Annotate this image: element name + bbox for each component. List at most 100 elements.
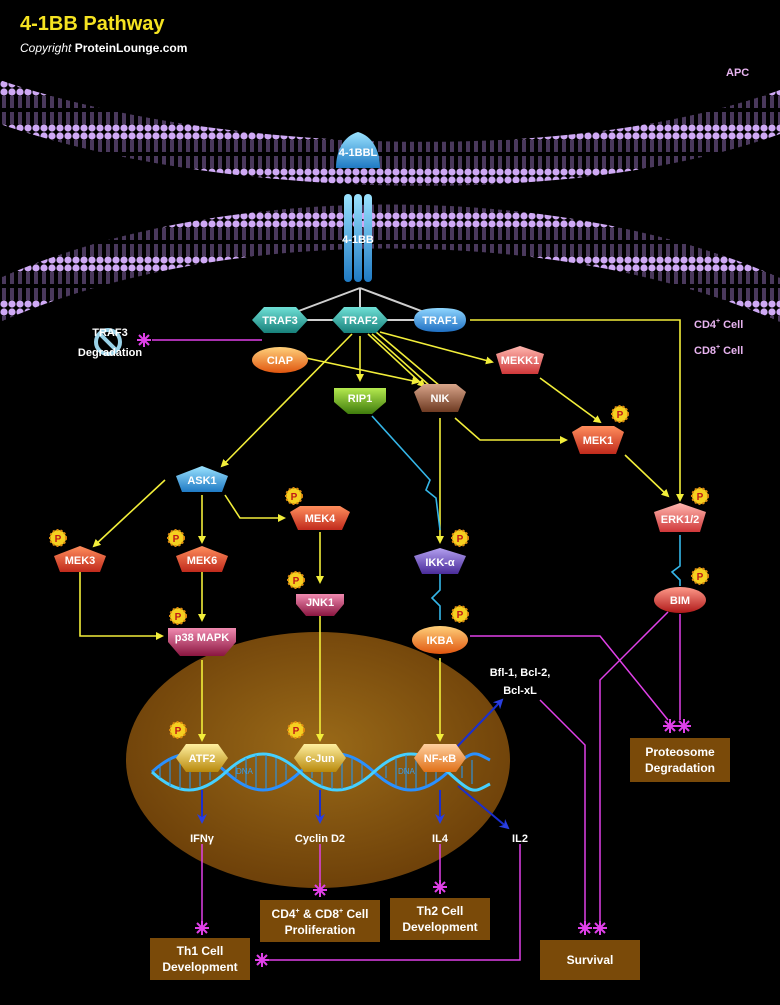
svg-text:P: P — [697, 572, 704, 583]
phospho-badge-jnk1: P — [287, 571, 305, 589]
svg-text:CD4+Cell: CD4+Cell — [694, 318, 743, 331]
node-nik[interactable]: NIK — [414, 384, 466, 412]
mek6-label: MEK6 — [187, 555, 218, 567]
node-traf3[interactable]: TRAF3 — [252, 307, 308, 333]
svg-text:P: P — [175, 726, 182, 737]
ask1-label: ASK1 — [187, 475, 216, 487]
nik-label: NIK — [431, 393, 450, 405]
phospho-badge-p38: P — [169, 607, 187, 625]
copyright: Copyright ProteinLounge.com — [20, 41, 188, 55]
nfkb-label: NF-κB — [424, 753, 456, 765]
node-p38[interactable]: p38 MAPK — [168, 628, 236, 656]
node-mek4[interactable]: MEK4 — [290, 506, 350, 530]
svg-text:CD8+Cell: CD8+Cell — [694, 344, 743, 357]
node-nfkb[interactable]: NF-κB — [414, 744, 466, 772]
receptor-label: 4-1BB — [342, 234, 374, 246]
cjun-label: c-Jun — [305, 753, 335, 765]
phospho-badge-mek6: P — [167, 529, 185, 547]
svg-text:P: P — [617, 410, 624, 421]
traf2-label: TRAF2 — [342, 315, 377, 327]
dna-label: DNA — [236, 767, 254, 776]
bfl-label-1: Bfl-1, Bcl-2, — [490, 667, 551, 679]
node-atf2[interactable]: ATF2 — [176, 744, 228, 772]
phospho-badge-erk12: P — [691, 487, 709, 505]
bim-label: BIM — [670, 595, 690, 607]
node-erk12[interactable]: ERK1/2 — [654, 503, 706, 532]
node-bim[interactable]: BIM — [654, 587, 706, 613]
gene-il4: IL4 — [432, 833, 449, 845]
node-ciap[interactable]: CIAP — [252, 347, 308, 373]
ikba-label: IKBA — [427, 635, 454, 647]
traf3-degradation-label-2: Degradation — [78, 347, 142, 359]
jnk1-label: JNK1 — [306, 597, 334, 609]
phospho-badge-bim: P — [691, 567, 709, 585]
mekk1-label: MEKK1 — [501, 355, 540, 367]
phospho-badge-ikba: P — [451, 605, 469, 623]
svg-text:P: P — [457, 610, 464, 621]
phospho-badge-mek4: P — [285, 487, 303, 505]
node-mekk1[interactable]: MEKK1 — [496, 346, 544, 374]
node-ikba[interactable]: IKBA — [412, 626, 468, 654]
phospho-badge-cjun: P — [287, 721, 305, 739]
apc-label: APC — [726, 67, 749, 79]
svg-text:P: P — [175, 612, 182, 623]
mek3-label: MEK3 — [65, 555, 96, 567]
apc-membrane — [0, 80, 780, 186]
erk12-label: ERK1/2 — [661, 514, 700, 526]
svg-text:P: P — [457, 534, 464, 545]
gene-il2: IL2 — [512, 833, 528, 845]
phospho-badge-ikka: P — [451, 529, 469, 547]
phospho-badge-mek3: P — [49, 529, 67, 547]
p38-label: p38 MAPK — [175, 632, 229, 644]
svg-text:P: P — [293, 726, 300, 737]
mek1-label: MEK1 — [583, 435, 614, 447]
transcription-arrows — [197, 698, 510, 830]
node-jnk1[interactable]: JNK1 — [296, 594, 344, 616]
mek4-label: MEK4 — [305, 513, 336, 525]
node-mek6[interactable]: MEK6 — [176, 546, 228, 572]
traf3-degradation-label-1: TRAF3 — [92, 327, 127, 339]
svg-text:P: P — [697, 492, 704, 503]
inhibition-arrows — [152, 339, 681, 961]
ikka-label: IKK-α — [425, 557, 455, 569]
node-mek1[interactable]: MEK1 — [572, 426, 624, 454]
rip1-label: RIP1 — [348, 393, 372, 405]
svg-text:P: P — [55, 534, 62, 545]
node-mek3[interactable]: MEK3 — [54, 546, 106, 572]
gene-cyclin-d2: Cyclin D2 — [295, 833, 345, 845]
node-traf1[interactable]: TRAF1 — [414, 308, 466, 332]
node-ask1[interactable]: ASK1 — [176, 466, 228, 492]
node-cjun[interactable]: c-Jun — [294, 744, 346, 772]
traf3-degradation-icon — [94, 328, 122, 356]
outcome-survival: Survival — [540, 940, 640, 980]
phospho-badges: P P P P P P P P P P P P — [49, 405, 709, 739]
traf3-label: TRAF3 — [262, 315, 297, 327]
ligand-4-1bbl[interactable]: 4-1BBL — [336, 132, 380, 168]
receptor-4-1bb[interactable]: 4-1BB — [342, 194, 374, 282]
svg-text:P: P — [293, 576, 300, 587]
gene-ifng: IFNγ — [190, 833, 215, 845]
traf1-label: TRAF1 — [422, 315, 457, 327]
degradation-asterisks — [137, 333, 691, 967]
phospho-badge-mek1: P — [611, 405, 629, 423]
phospho-badge-atf2: P — [169, 721, 187, 739]
ciap-label: CIAP — [267, 355, 293, 367]
link-arrows — [371, 415, 681, 620]
atf2-label: ATF2 — [189, 753, 216, 765]
ligand-label: 4-1BBL — [339, 147, 378, 159]
outcome-proliferation: CD4+ & CD8+ Cell Proliferation — [260, 900, 380, 942]
node-ikka[interactable]: IKK-α — [414, 548, 466, 574]
t-cell-membrane — [0, 204, 780, 322]
node-rip1[interactable]: RIP1 — [334, 388, 386, 414]
svg-text:P: P — [291, 492, 298, 503]
svg-text:P: P — [173, 534, 180, 545]
dna-label-2: DNA — [398, 767, 416, 776]
page-title: 4-1BB Pathway — [20, 13, 165, 35]
cd4-cell-label: CD4+Cell — [694, 318, 743, 331]
node-traf2[interactable]: TRAF2 — [332, 307, 388, 333]
bfl-label-2: Bcl-xL — [503, 685, 537, 697]
